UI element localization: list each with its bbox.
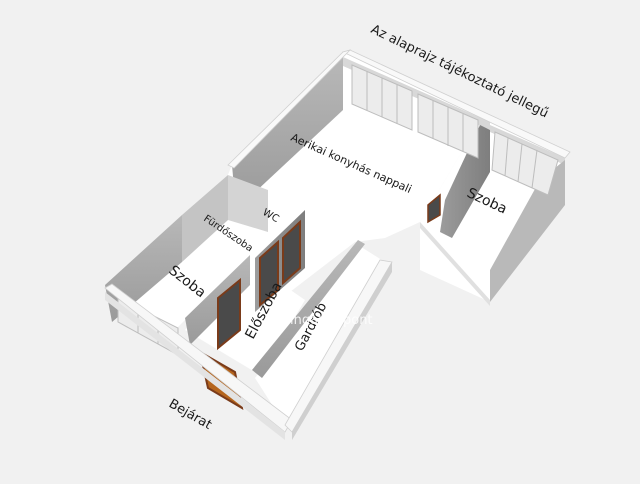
floor-room-left [105, 222, 245, 330]
door-hall-1 [217, 277, 241, 351]
wall-bathroom-back [182, 175, 228, 262]
watermark-text: ingatlanpont [290, 313, 373, 328]
wall-wc-back [228, 175, 268, 232]
label-entrance: Bejárat [166, 396, 214, 432]
door-hall-2 [259, 239, 279, 308]
interior-doors [217, 193, 441, 351]
wall-ext-room-right-front [420, 222, 490, 306]
wall-ext-left [227, 49, 352, 169]
door-room-right [427, 193, 441, 224]
wall-living-left [232, 57, 343, 210]
wall-ext-wardrobe-front [292, 262, 392, 440]
door-hall-3 [282, 219, 301, 286]
floor-wardrobe [255, 245, 385, 425]
wall-wardrobe-left [252, 240, 365, 378]
outer-walls [104, 49, 571, 440]
wall-ext-bottom-front [105, 292, 285, 440]
wall-room-right-side [490, 160, 565, 302]
